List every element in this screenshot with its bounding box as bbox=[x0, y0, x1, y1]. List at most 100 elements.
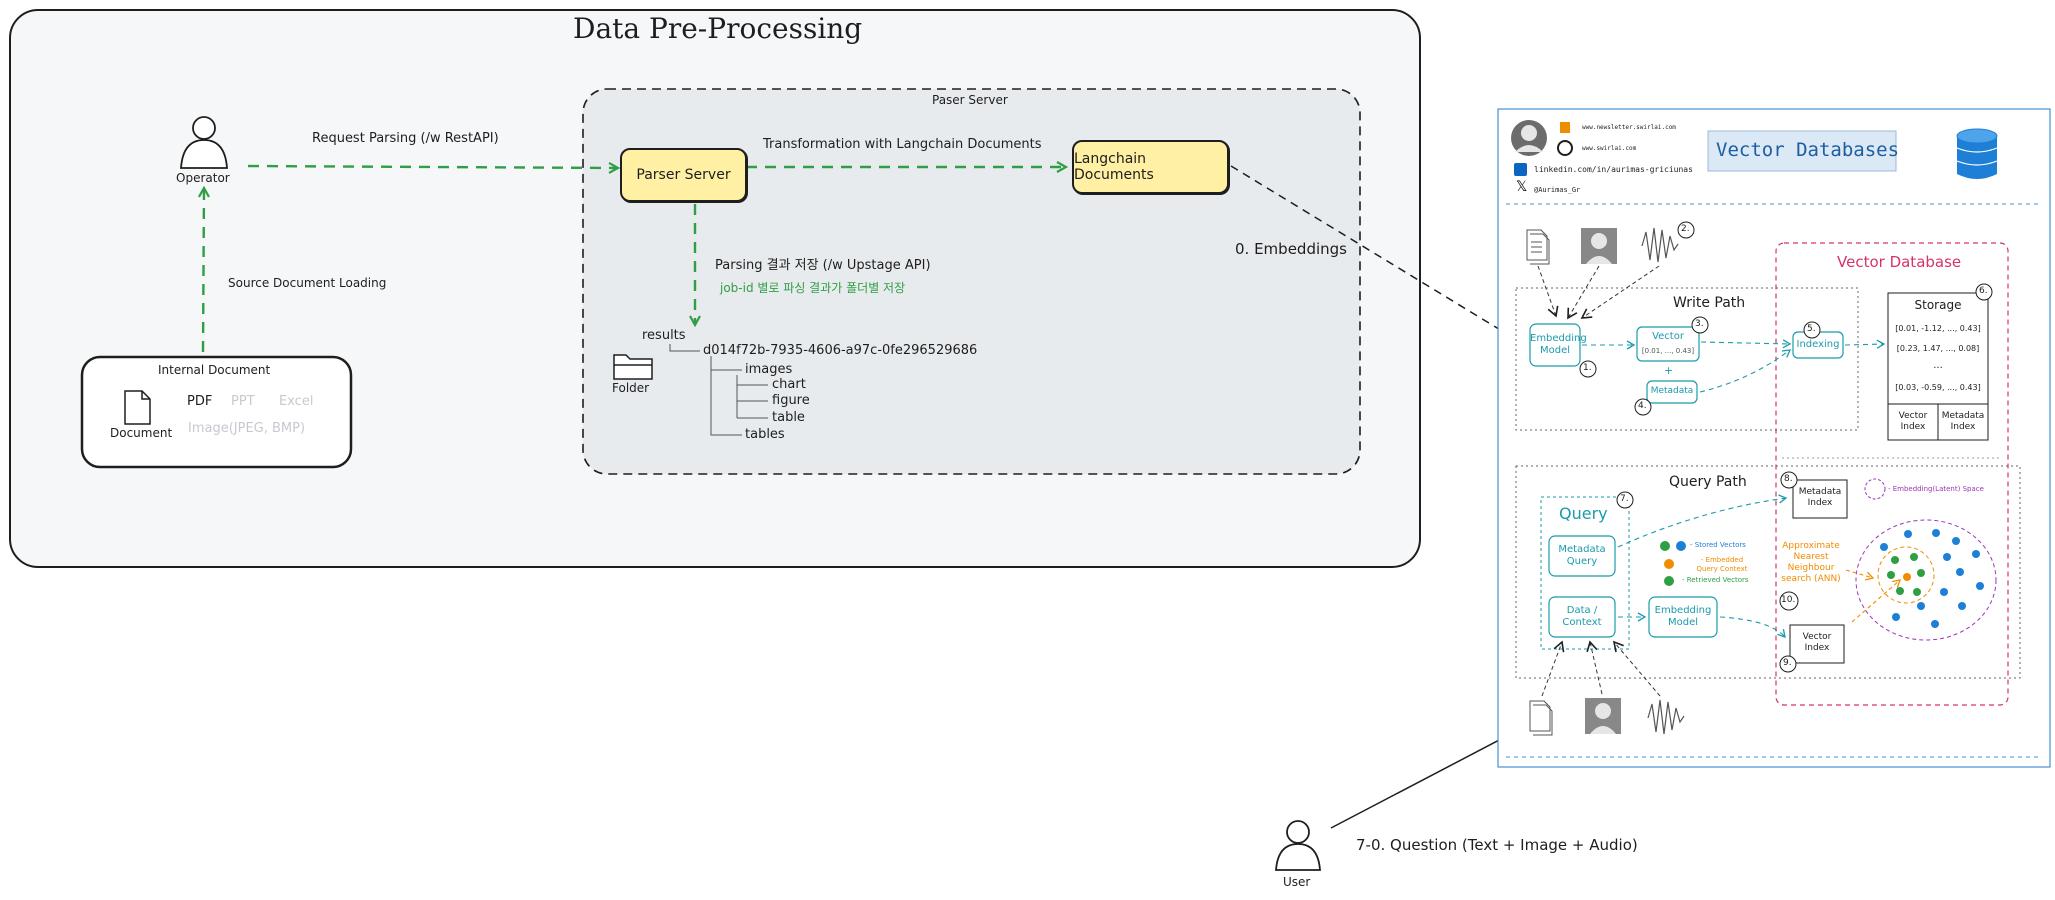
parser-group-title: Paser Server bbox=[932, 93, 1008, 107]
substack-icon bbox=[1560, 122, 1570, 133]
metadata-index-q-label: Metadata Index bbox=[1798, 487, 1842, 508]
legend-stored: - Stored Vectors bbox=[1690, 541, 1746, 549]
embeddings-label: 0. Embeddings bbox=[1235, 240, 1347, 258]
ann-arrow bbox=[1845, 569, 1875, 581]
latent-space bbox=[1855, 519, 1997, 641]
storage-row-3: ... bbox=[1933, 360, 1943, 371]
operator-label: Operator bbox=[176, 171, 230, 185]
query-path-label: Query Path bbox=[1669, 474, 1747, 490]
query-frame bbox=[1540, 496, 1630, 650]
retrieved-vectors bbox=[1887, 553, 1925, 596]
vector-index-q-label: Vector Index bbox=[1802, 632, 1832, 653]
author-avatar bbox=[1511, 120, 1547, 156]
vector-database-label: Vector Database bbox=[1837, 253, 1962, 271]
data-context-box bbox=[1548, 596, 1616, 638]
folder-tree-lines bbox=[669, 344, 768, 436]
step-7: 7. bbox=[1620, 494, 1629, 504]
tree-chart: chart bbox=[772, 377, 806, 392]
internal-document-frame bbox=[80, 355, 353, 469]
embedding-model-box bbox=[1529, 323, 1581, 367]
format-excel: Excel bbox=[279, 394, 314, 409]
format-pdf: PDF bbox=[187, 394, 213, 409]
step-8: 8. bbox=[1784, 474, 1793, 484]
legend-space-icon bbox=[1864, 478, 1886, 500]
embedding-model-q-label: Embedding Model bbox=[1654, 605, 1712, 628]
tree-tables: tables bbox=[745, 427, 785, 442]
user-icon bbox=[1275, 820, 1321, 871]
plus-sign: + bbox=[1664, 364, 1674, 377]
legend-green-dot bbox=[1660, 541, 1670, 551]
legend-green-dot-2 bbox=[1664, 576, 1674, 586]
format-ppt: PPT bbox=[231, 394, 255, 409]
ann-label: Approximate Nearest Neighbour search (AN… bbox=[1781, 541, 1841, 584]
metadata-query-box bbox=[1548, 535, 1616, 577]
indexing-label: Indexing bbox=[1796, 339, 1840, 350]
folder-label: Folder bbox=[612, 381, 650, 395]
link-x[interactable]: @Aurimas_Gr bbox=[1534, 186, 1581, 194]
vector-index-label: Vector Index bbox=[1898, 411, 1928, 432]
tree-id: d014f72b-7935-4606-a97c-0fe296529686 bbox=[703, 343, 978, 358]
legend-retrieved: - Retrieved Vectors bbox=[1682, 576, 1749, 584]
stored-vectors bbox=[1880, 529, 1984, 628]
swirl-icon bbox=[1557, 140, 1573, 156]
link-site[interactable]: www.swirlai.com bbox=[1582, 145, 1637, 152]
langchain-documents-node: Langchain Documents bbox=[1072, 140, 1229, 194]
legend-blue-dot bbox=[1676, 541, 1686, 551]
query-vector bbox=[1903, 573, 1911, 581]
question-label: 7-0. Question (Text + Image + Audio) bbox=[1356, 836, 1638, 854]
document-label: Document bbox=[110, 426, 173, 440]
jobid-note: job-id 별로 파싱 결과가 폴더별 저장 bbox=[720, 281, 906, 295]
user-label: User bbox=[1283, 875, 1311, 889]
tree-figure: figure bbox=[772, 393, 810, 408]
link-linkedin[interactable]: linkedin.com/in/aurimas-griciunas bbox=[1534, 165, 1693, 174]
tree-table: table bbox=[772, 410, 805, 425]
vector-values: [0.01, ..., 0.43] bbox=[1641, 347, 1695, 355]
internal-doc-title: Internal Document bbox=[158, 363, 271, 377]
transformation-label: Transformation with Langchain Documents bbox=[763, 137, 1042, 152]
step-10: 10. bbox=[1781, 595, 1796, 605]
query-path-frame bbox=[1515, 465, 2021, 679]
vector-title: Vector Databases bbox=[1716, 139, 1900, 161]
step-9: 9. bbox=[1783, 658, 1792, 668]
vector-label: Vector bbox=[1652, 331, 1684, 342]
folder-icon bbox=[613, 354, 653, 380]
metadata-label: Metadata bbox=[1650, 386, 1694, 396]
tree-root: results bbox=[642, 328, 686, 343]
query-audio-icon bbox=[1647, 699, 1685, 735]
query-image-icon bbox=[1585, 698, 1621, 734]
write-image-icon bbox=[1581, 228, 1617, 264]
document-icon bbox=[124, 390, 151, 425]
tree-images: images bbox=[745, 362, 793, 377]
query-doc-icon bbox=[1529, 700, 1553, 736]
write-path-frame bbox=[1515, 287, 1859, 431]
parser-server-node: Parser Server bbox=[620, 148, 747, 202]
step-2: 2. bbox=[1681, 224, 1690, 234]
step-6: 6. bbox=[1979, 286, 1988, 296]
storage-row-1: [0.01, -1.12, ..., 0.43] bbox=[1895, 324, 1981, 333]
embedding-model-label: Embedding Model bbox=[1530, 333, 1587, 356]
link-newsletter[interactable]: www.newsletter.swirlai.com bbox=[1582, 124, 1676, 131]
vector-index-q-box bbox=[1789, 624, 1845, 664]
query-label: Query bbox=[1559, 504, 1608, 523]
preprocessing-title: Data Pre-Processing bbox=[573, 12, 863, 45]
write-audio-icon bbox=[1641, 227, 1679, 263]
legend-query: - Embedded Query Context bbox=[1696, 556, 1748, 573]
legend-space: - Embedding(Latent) Space bbox=[1888, 485, 1984, 493]
step-3: 3. bbox=[1695, 319, 1704, 329]
embeddings-arrow bbox=[1230, 165, 1532, 349]
vector-box bbox=[1636, 326, 1700, 362]
request-arrow bbox=[247, 166, 618, 168]
format-image: Image(JPEG, BMP) bbox=[188, 421, 306, 436]
metadata-index-q-box bbox=[1792, 479, 1848, 519]
vector-database-frame bbox=[1775, 242, 2009, 706]
storage-row-2: [0.23, 1.47, ..., 0.08] bbox=[1896, 344, 1980, 353]
step-4: 4. bbox=[1638, 401, 1647, 411]
operator-icon bbox=[180, 116, 228, 169]
database-icon bbox=[1956, 128, 1998, 179]
write-path-label: Write Path bbox=[1673, 295, 1746, 311]
source-loading-label: Source Document Loading bbox=[228, 276, 387, 290]
step-markers bbox=[1579, 221, 1993, 673]
linkedin-icon bbox=[1514, 163, 1527, 176]
question-arrow bbox=[1330, 724, 1528, 829]
